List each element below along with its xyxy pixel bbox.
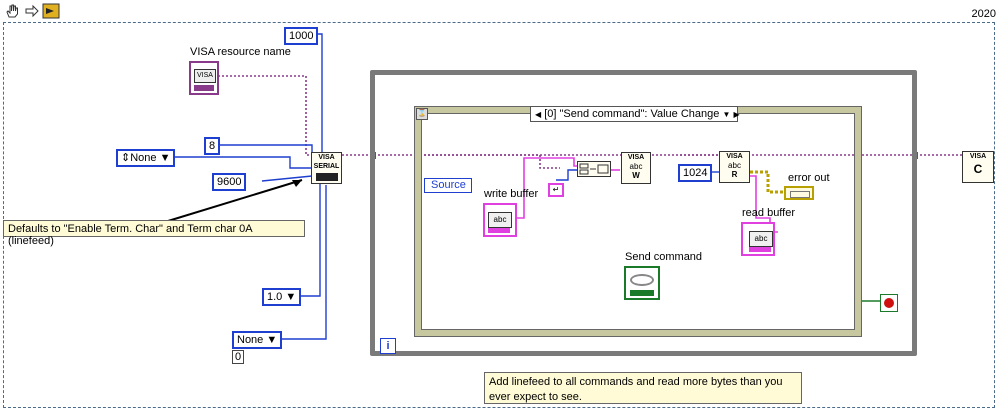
- visa-configure-serial-node[interactable]: VISA SERIAL: [311, 152, 342, 184]
- chevron-left-icon: ◀: [535, 110, 542, 119]
- chevron-down-icon: ▼: [159, 152, 171, 164]
- send-command-label: Send command: [625, 251, 703, 263]
- visa-write-node[interactable]: VISA abc W: [621, 152, 651, 184]
- read-buffer-label: read buffer: [742, 207, 796, 219]
- stop-bits-ring[interactable]: 1.0 ▼: [262, 288, 302, 306]
- error-out-label: error out: [788, 172, 830, 184]
- event-data-source: Source: [424, 178, 472, 193]
- write-buffer-label: write buffer: [484, 188, 539, 200]
- close-icon: C: [973, 162, 983, 176]
- write-icon: W: [632, 171, 640, 180]
- data-bits-constant[interactable]: 8: [204, 137, 221, 155]
- arrow-icon[interactable]: [24, 3, 40, 19]
- timeout-constant[interactable]: 1000: [284, 27, 319, 45]
- note-arrow: [167, 179, 303, 222]
- hourglass-icon: ⌛: [416, 108, 428, 120]
- visa-read-node[interactable]: VISA abc R: [719, 151, 750, 183]
- error-out-indicator: [784, 186, 814, 200]
- write-buffer-control[interactable]: abc: [483, 203, 517, 237]
- linefeed-note: Add linefeed to all commands and read mo…: [484, 372, 802, 404]
- error-wire: [750, 170, 784, 194]
- event-structure: [414, 106, 862, 337]
- version-label: 2020: [971, 8, 996, 20]
- visa-resource-control[interactable]: VISA: [189, 61, 219, 95]
- event-case-selector[interactable]: ◀ [0] "Send command": Value Change ▼ ▶: [530, 106, 740, 122]
- concatenate-strings-node[interactable]: [577, 161, 611, 177]
- visa-resource-label: VISA resource name: [190, 46, 291, 58]
- parity-ring[interactable]: None ▼: [232, 331, 283, 349]
- serial-port-icon: [315, 173, 338, 181]
- block-diagram-frame: [3, 22, 995, 408]
- loop-iteration-terminal: i: [380, 338, 396, 354]
- zero-indicator: 0: [232, 350, 245, 364]
- baud-rate-constant[interactable]: 9600: [212, 173, 247, 191]
- linefeed-constant[interactable]: ↵: [548, 183, 564, 197]
- loop-stop-terminal[interactable]: [880, 294, 898, 312]
- chevron-down-icon: ▼: [266, 334, 278, 346]
- flow-control-ring[interactable]: ⇕None ▼: [116, 149, 176, 167]
- while-loop: [370, 70, 917, 356]
- send-command-button[interactable]: [624, 266, 660, 300]
- read-bytes-constant[interactable]: 1024: [678, 164, 713, 182]
- flow-control-arrows: ⇕: [121, 152, 131, 164]
- stop-icon: [884, 298, 894, 308]
- read-buffer-indicator: abc: [741, 222, 775, 256]
- run-highlight-icon[interactable]: [42, 3, 60, 19]
- chevron-down-icon: ▼: [722, 110, 731, 119]
- visa-icon: VISA: [194, 69, 216, 83]
- toolbar: 2020: [0, 0, 998, 22]
- visa-close-node[interactable]: VISA C: [962, 151, 994, 183]
- defaults-note: Defaults to "Enable Term. Char" and Term…: [3, 220, 305, 247]
- concatenate-icon: [579, 163, 609, 175]
- chevron-right-icon: ▶: [733, 110, 740, 119]
- read-icon: R: [731, 170, 738, 179]
- button-icon: [630, 274, 654, 286]
- note-arrow-head: [292, 180, 302, 187]
- chevron-down-icon: ▼: [285, 291, 297, 303]
- hand-icon[interactable]: [4, 3, 20, 19]
